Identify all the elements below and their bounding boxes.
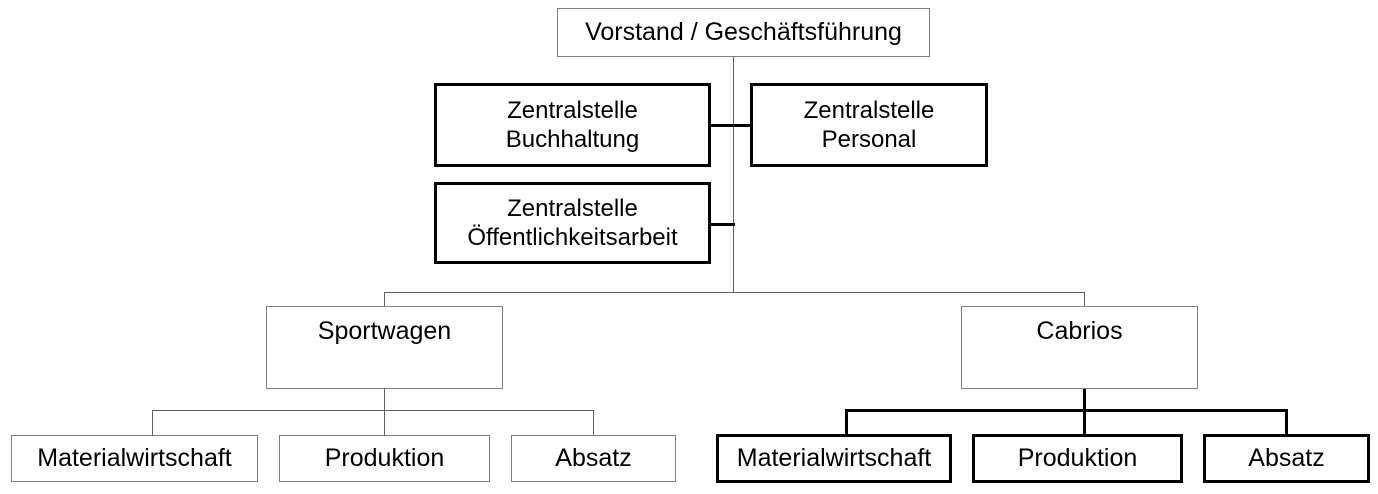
node-sportwagen-label: Sportwagen (317, 317, 452, 345)
node-sportwagen-absatz[interactable]: Absatz (511, 435, 676, 482)
connector-drop-sw-materialwirtschaft (152, 410, 153, 435)
connector-drop-cb-produktion (1083, 409, 1086, 435)
connector-division-bar (384, 292, 1085, 293)
node-cabrios-materialwirtschaft-label: Materialwirtschaft (736, 444, 932, 473)
node-cabrios-label: Cabrios (1036, 317, 1123, 345)
connector-spine-main (733, 57, 734, 293)
node-sportwagen-absatz-label: Absatz (555, 444, 632, 473)
connector-drop-sw-absatz (593, 410, 594, 435)
node-sportwagen-materialwirtschaft-label: Materialwirtschaft (37, 444, 232, 473)
node-cabrios-materialwirtschaft[interactable]: Materialwirtschaft (716, 434, 952, 483)
node-zentralstelle-personal[interactable]: Zentralstelle Personal (750, 83, 988, 167)
connector-function-bar-cabrios (845, 409, 1286, 412)
node-sportwagen-materialwirtschaft[interactable]: Materialwirtschaft (11, 435, 258, 482)
connector-drop-cb-materialwirtschaft (845, 409, 848, 435)
node-vorstand[interactable]: Vorstand / Geschäftsführung (557, 8, 930, 57)
node-cabrios-produktion[interactable]: Produktion (972, 434, 1183, 483)
node-cabrios-produktion-label: Produktion (1017, 444, 1138, 473)
node-zentralstelle-buchhaltung[interactable]: Zentralstelle Buchhaltung (434, 83, 711, 167)
connector-function-bar-sportwagen (152, 410, 594, 411)
connector-drop-cabrios (1084, 292, 1085, 307)
connector-staff-buchhaltung (709, 124, 735, 127)
connector-drop-sportwagen (384, 292, 385, 307)
node-sportwagen[interactable]: Sportwagen (266, 306, 503, 389)
connector-drop-cb-absatz (1285, 409, 1288, 435)
node-zentralstelle-oeffentlichkeitsarbeit-label: Zentralstelle Öffentlichkeitsarbeit (467, 194, 678, 251)
connector-drop-sw-produktion (384, 410, 385, 435)
connector-staff-personal (733, 124, 752, 127)
node-cabrios-absatz[interactable]: Absatz (1203, 434, 1370, 483)
node-sportwagen-produktion-label: Produktion (324, 444, 445, 473)
connector-stem-cabrios (1083, 389, 1086, 411)
node-sportwagen-produktion[interactable]: Produktion (279, 435, 490, 482)
node-cabrios[interactable]: Cabrios (961, 306, 1198, 389)
connector-stem-sportwagen (384, 389, 385, 411)
connector-staff-oeffentlichkeitsarbeit (709, 223, 735, 226)
node-zentralstelle-personal-label: Zentralstelle Personal (803, 96, 935, 153)
node-zentralstelle-oeffentlichkeitsarbeit[interactable]: Zentralstelle Öffentlichkeitsarbeit (434, 182, 711, 264)
node-zentralstelle-buchhaltung-label: Zentralstelle Buchhaltung (505, 96, 640, 153)
node-cabrios-absatz-label: Absatz (1248, 444, 1325, 473)
node-vorstand-label: Vorstand / Geschäftsführung (585, 18, 902, 47)
